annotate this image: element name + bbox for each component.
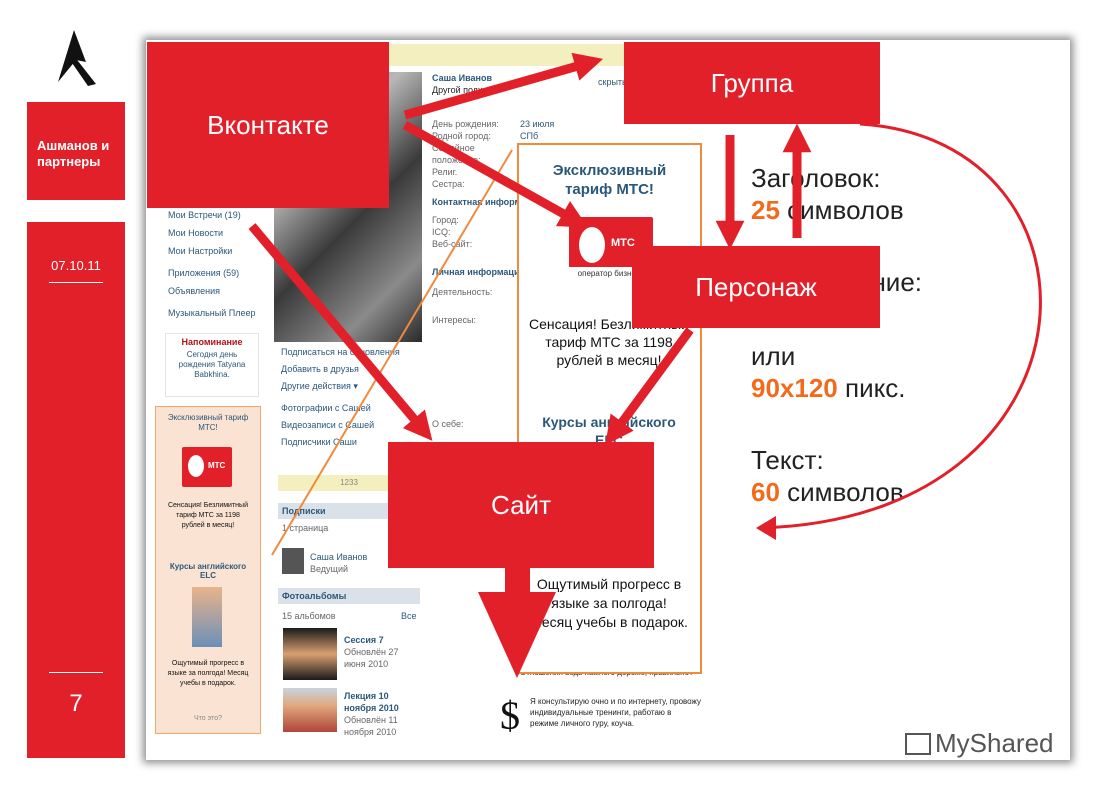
ad-left-title-2: Курсы английского ELC bbox=[169, 562, 247, 580]
spec-image-size: или 90x120 пикс. bbox=[751, 340, 1051, 404]
orange-diagonal-line bbox=[271, 149, 513, 556]
vk-reminder-title: Напоминание bbox=[181, 337, 243, 347]
ad-left-text: Сенсация! Безлимитный тариф МТС за 1198 … bbox=[167, 502, 248, 529]
vk-reminder: Напоминание Сегодня день рождения Tatyan… bbox=[165, 333, 259, 397]
vk-info-value[interactable]: СПб bbox=[520, 131, 539, 141]
vk-reminder-text: Сегодня день рождения Tatyana Babkhina. bbox=[178, 350, 246, 379]
company-logo-icon bbox=[58, 30, 96, 86]
vk-menu-item[interactable]: Музыкальный Плеер bbox=[168, 308, 256, 318]
vk-album-thumb[interactable] bbox=[283, 628, 337, 680]
vk-profile-status: Другой подход bbox=[432, 85, 493, 95]
arrow-vk-to-group bbox=[403, 52, 604, 120]
sidebar-strip: 07.10.11 7 bbox=[27, 222, 125, 758]
spec-title-value: 25 bbox=[751, 195, 780, 225]
vk-albums-header[interactable]: Фотоальбомы bbox=[278, 588, 420, 604]
vk-action-link[interactable]: Подписаться на обновления bbox=[281, 347, 400, 357]
label-vkontakte: Вконтакте bbox=[147, 42, 389, 208]
spec-text: Текст: 60 символов bbox=[751, 444, 1051, 508]
vk-sub-name[interactable]: Саша Иванов bbox=[310, 552, 368, 562]
vk-personal-key: Деятельность: bbox=[432, 287, 493, 297]
vk-counter: 1233 bbox=[278, 475, 420, 491]
vk-about-key: О себе: bbox=[432, 419, 464, 429]
label-group: Группа bbox=[624, 42, 880, 124]
vk-action-link[interactable]: Другие действия ▾ bbox=[281, 381, 358, 391]
vk-album-title[interactable]: Лекция 10 ноября 2010 bbox=[344, 691, 399, 713]
spec-title-unit: символов bbox=[779, 195, 904, 225]
spec-title-label: Заголовок: bbox=[751, 163, 881, 193]
vk-menu-item[interactable]: Объявления bbox=[168, 286, 221, 296]
vk-info-key: День рождения: bbox=[432, 119, 499, 129]
vk-sub-avatar bbox=[282, 548, 304, 574]
arrow-character-to-site bbox=[605, 327, 694, 446]
vk-albums-count: 15 альбомов bbox=[282, 611, 336, 621]
ad-left-text-2: Ощутимый прогресс в языке за полгода! Ме… bbox=[167, 660, 249, 687]
curved-arrow-head bbox=[756, 516, 776, 540]
arrow-vk-to-ad bbox=[402, 121, 589, 228]
vk-actions: Подписаться на обновления Добавить в дру… bbox=[281, 346, 411, 448]
vk-info-values: 23 июля СПб bbox=[520, 118, 554, 142]
watermark-icon bbox=[905, 733, 931, 755]
vk-subs-header[interactable]: Подписки bbox=[278, 503, 420, 519]
arrow-site-to-money bbox=[478, 568, 556, 678]
vk-profile-name: Саша Иванов bbox=[432, 73, 492, 83]
vk-menu-item[interactable]: Мои Новости bbox=[168, 228, 223, 238]
spec-image-value: 90x120 bbox=[751, 373, 838, 403]
vk-action-link[interactable]: Добавить в друзья bbox=[281, 364, 359, 374]
vk-menu: Мои Встречи (19) Мои Новости Мои Настрой… bbox=[168, 209, 268, 319]
spec-text-value: 60 bbox=[751, 477, 780, 507]
spec-image-or: или bbox=[751, 341, 796, 371]
vk-menu-item[interactable]: Приложения (59) bbox=[168, 268, 240, 278]
vk-album-meta: Обновлён 27 июня 2010 bbox=[344, 647, 399, 669]
mts-logo-icon: МТС bbox=[182, 447, 232, 487]
vk-contact-key: ICQ: bbox=[432, 227, 451, 237]
arrow-vk-to-site bbox=[248, 223, 433, 441]
spec-title: Заголовок: 25 символов bbox=[751, 162, 1051, 226]
vk-info-key: Религ. bbox=[432, 167, 458, 177]
vk-wall-text-2: Я консультирую очно и по интернету, пров… bbox=[530, 697, 701, 728]
vk-contact-key: Веб-сайт: bbox=[432, 239, 473, 249]
brand-name: Ашманов и партнеры bbox=[37, 138, 110, 169]
vk-subs-sub: 1 страница bbox=[282, 523, 329, 533]
vk-info-value[interactable]: 23 июля bbox=[520, 119, 555, 129]
vk-sub-role: Ведущий bbox=[310, 564, 349, 574]
vk-action-link[interactable]: Подписчики Саши bbox=[281, 437, 357, 447]
vk-album-meta: Обновлён 11 ноября 2010 bbox=[344, 715, 398, 737]
label-site: Сайт bbox=[388, 442, 654, 568]
ad-main-title: Эксклюзивный тариф МТС! bbox=[552, 162, 667, 198]
page-number: 7 bbox=[69, 690, 83, 717]
vk-contact-header: Контактная информ bbox=[432, 197, 522, 207]
ad-left-more-link[interactable]: Что это? bbox=[194, 715, 222, 722]
ad-left-title: Эксклюзивный тариф МТС! bbox=[167, 413, 249, 432]
vk-contact-rows: Город: ICQ: Веб-сайт: bbox=[432, 214, 472, 250]
spec-text-label: Текст: bbox=[751, 445, 824, 475]
vk-personal-header: Личная информация bbox=[432, 267, 525, 277]
watermark: MyShared bbox=[905, 728, 1054, 759]
label-character: Персонаж bbox=[632, 246, 880, 328]
vk-contact-key: Город: bbox=[432, 215, 459, 225]
watermark-text: MyShared bbox=[935, 728, 1054, 758]
divider bbox=[49, 672, 103, 673]
curved-arrow-group-to-text bbox=[757, 122, 1042, 530]
spec-text-unit: символов bbox=[779, 477, 904, 507]
ad-main-text-2: Ощутимый прогресс в языке за полгода! Ме… bbox=[530, 576, 688, 630]
vk-personal-key: Интересы: bbox=[432, 315, 476, 325]
vk-info-key: Сестра: bbox=[432, 179, 465, 189]
vk-menu-item[interactable]: Мои Настройки bbox=[168, 246, 233, 256]
vk-albums-all-link[interactable]: Все bbox=[401, 611, 417, 621]
vk-info-key: Родной город: bbox=[432, 131, 491, 141]
vk-ad-left[interactable]: Эксклюзивный тариф МТС! МТС Сенсация! Бе… bbox=[155, 406, 261, 734]
divider bbox=[49, 282, 103, 283]
slide-date: 07.10.11 bbox=[51, 258, 101, 273]
vk-hide-link[interactable]: скрыть bbox=[598, 77, 627, 87]
dollar-sign: $ bbox=[500, 693, 520, 738]
ad-girl-image bbox=[192, 587, 222, 647]
brand-box: Ашманов и партнеры bbox=[27, 102, 125, 200]
vk-album-title[interactable]: Сессия 7 bbox=[344, 635, 384, 645]
vk-action-link[interactable]: Видеозаписи с Сашей bbox=[281, 420, 375, 430]
vk-album-thumb[interactable] bbox=[283, 688, 337, 732]
vk-menu-item[interactable]: Мои Встречи (19) bbox=[168, 210, 241, 220]
vk-action-link[interactable]: Фотографии с Сашей bbox=[281, 403, 371, 413]
spec-image-unit: пикс. bbox=[837, 373, 906, 403]
